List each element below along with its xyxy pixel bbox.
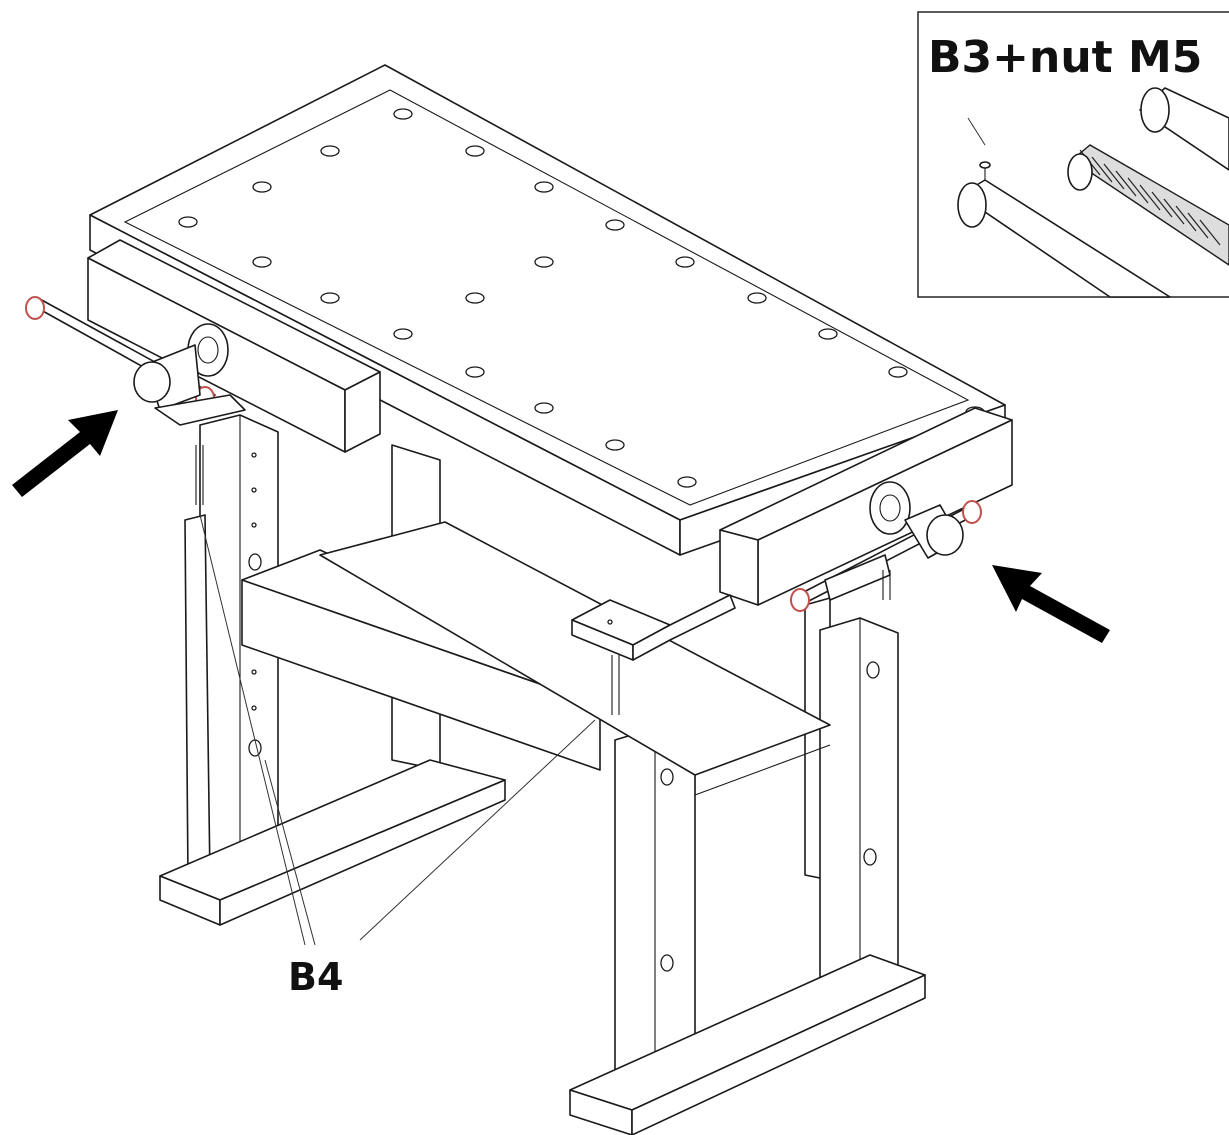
left-arrow-icon <box>12 410 118 497</box>
shelf <box>319 521 831 796</box>
left-vise-handle <box>25 296 246 426</box>
threaded-rod <box>1070 144 1229 266</box>
inset-detail: B3+nut M5 <box>917 11 1229 298</box>
right-arrow-icon <box>992 565 1110 643</box>
right-vise-handle <box>790 481 982 612</box>
b4-label: B4 <box>288 955 343 999</box>
b4-leader-lines <box>199 514 596 946</box>
dog-holes <box>113 108 985 528</box>
right-foot <box>569 954 926 1135</box>
right-rear-leg <box>819 617 899 998</box>
leg-top-cap <box>571 594 736 661</box>
b4-screws <box>195 445 891 715</box>
inset-label: B3+nut M5 <box>928 32 1202 83</box>
